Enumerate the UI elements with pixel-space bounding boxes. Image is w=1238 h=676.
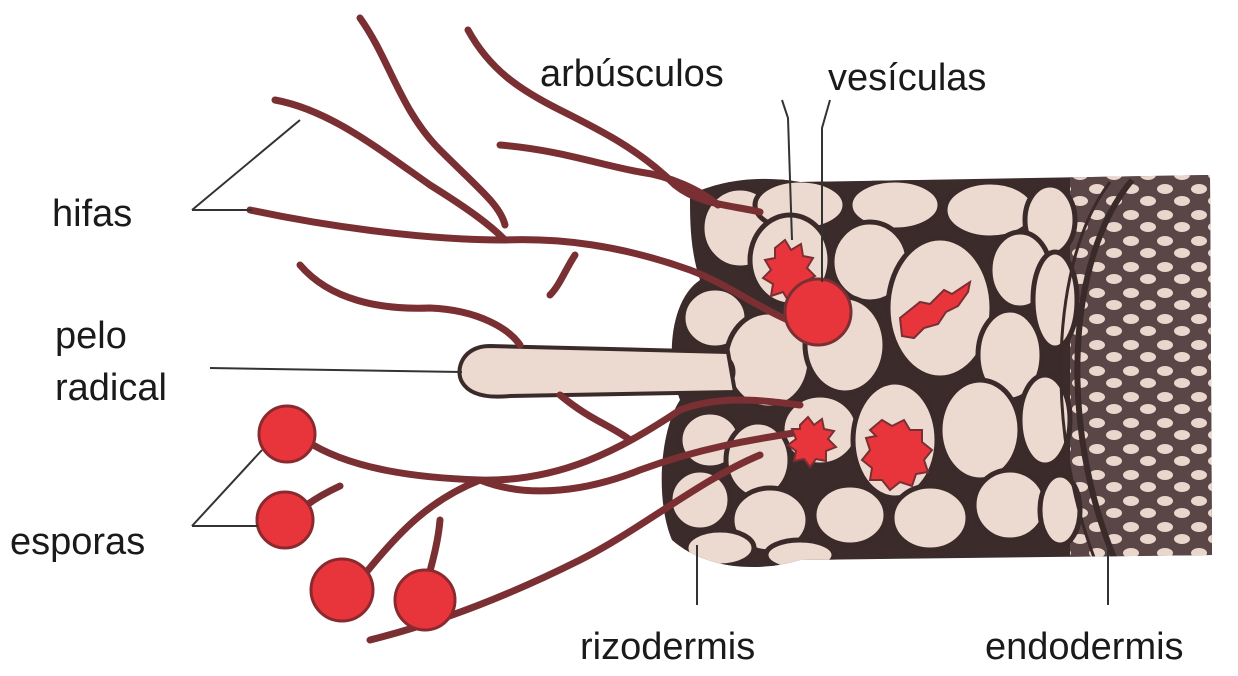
cell <box>940 380 1020 480</box>
spores <box>257 406 455 630</box>
spore <box>259 406 315 462</box>
cell <box>974 470 1046 540</box>
stele-tissue <box>1070 170 1220 570</box>
label-hifas: hifas <box>52 192 132 236</box>
pointer-hifas <box>192 120 300 210</box>
pointer-esporas <box>192 450 262 526</box>
spore <box>395 570 455 630</box>
label-pelo: pelo <box>55 314 127 358</box>
pointer-pelo-radical <box>210 368 462 372</box>
label-esporas: esporas <box>10 520 145 564</box>
spore <box>311 559 373 621</box>
hypha <box>360 480 480 580</box>
root-hair <box>459 346 735 397</box>
hypha <box>550 255 575 295</box>
hypha <box>560 395 630 440</box>
cell <box>766 540 834 570</box>
label-arbusculos: arbúsculos <box>540 52 724 96</box>
hypha <box>300 265 520 345</box>
cell <box>814 485 886 545</box>
label-radical: radical <box>55 366 167 410</box>
vesicle <box>785 279 851 345</box>
label-vesiculas: vesículas <box>828 56 986 100</box>
cell <box>892 486 968 550</box>
root-cross-section <box>662 170 1220 570</box>
spore <box>257 492 313 548</box>
label-endodermis: endodermis <box>985 625 1184 669</box>
label-rizodermis: rizodermis <box>580 625 755 669</box>
